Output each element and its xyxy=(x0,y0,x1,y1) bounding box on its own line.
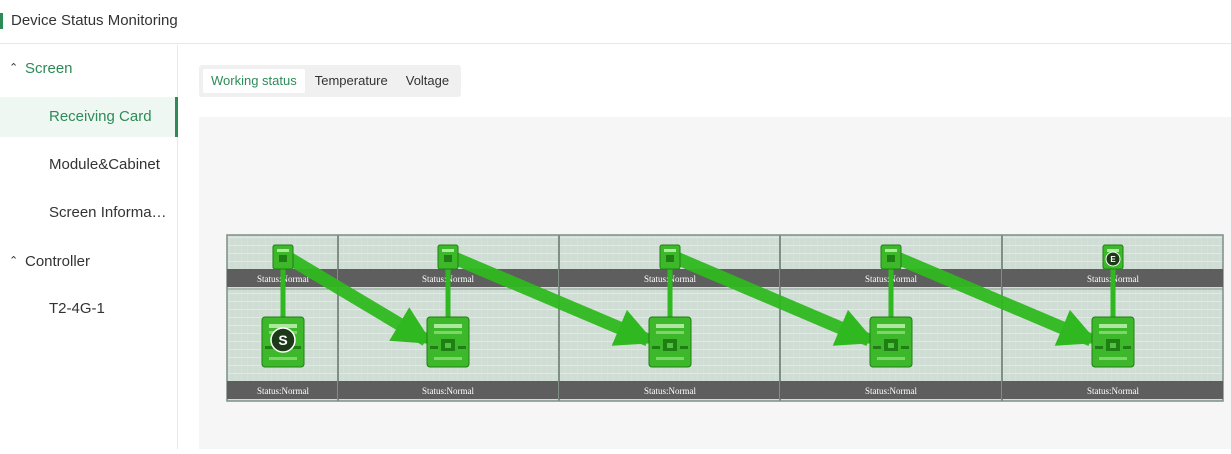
diagonal-arrow xyxy=(449,251,656,346)
sidebar-item-label: Module&Cabinet xyxy=(49,156,160,173)
tab-bar: Working status Temperature Voltage xyxy=(199,65,462,97)
sidebar-group-label: Screen xyxy=(25,60,73,77)
sidebar-group-screen[interactable]: ⌃ Screen xyxy=(0,45,178,93)
receiving-card[interactable] xyxy=(426,316,470,368)
status-label: Status:Normal xyxy=(865,386,917,396)
diagonal-arrow xyxy=(671,251,877,346)
cabinet-frame xyxy=(226,234,1224,402)
receiving-card[interactable] xyxy=(648,316,692,368)
receiving-card[interactable] xyxy=(1091,316,1135,368)
status-label: Status:Normal xyxy=(257,386,309,396)
sidebar: ⌃ Screen Receiving Card Module&Cabinet S… xyxy=(0,45,178,449)
receiving-card[interactable] xyxy=(869,316,913,368)
receiving-card-small[interactable] xyxy=(437,244,459,270)
topology-canvas: Status:Normal Status:Normal Status:Normal S… xyxy=(199,117,1231,449)
end-marker-label: E xyxy=(1110,255,1116,264)
start-marker-icon: S xyxy=(270,327,296,353)
title-bar: Device Status Monitoring xyxy=(0,0,1231,44)
status-bar xyxy=(559,381,780,399)
chevron-up-icon: ⌃ xyxy=(9,62,19,74)
diagonal-arrow xyxy=(283,251,433,346)
chevron-up-icon: ⌃ xyxy=(9,255,19,267)
page-title: Device Status Monitoring xyxy=(11,12,178,29)
sidebar-group-label: Controller xyxy=(25,253,91,270)
tab-voltage[interactable]: Voltage xyxy=(405,73,450,88)
start-marker-label: S xyxy=(278,332,287,348)
status-bar xyxy=(227,381,338,399)
status-label: Status:Normal xyxy=(644,386,696,396)
sidebar-item-label: T2-4G-1 xyxy=(49,300,105,317)
receiving-card-small[interactable] xyxy=(272,244,294,270)
title-accent-bar xyxy=(0,13,3,29)
sidebar-item-label: Screen Information xyxy=(49,204,167,221)
sidebar-item-label: Receiving Card xyxy=(49,108,152,125)
sidebar-item-screen-information[interactable]: Screen Information xyxy=(0,193,178,233)
sidebar-group-controller[interactable]: ⌃ Controller xyxy=(0,238,178,286)
diagonal-arrow xyxy=(892,251,1099,346)
tab-working-status[interactable]: Working status xyxy=(203,69,305,93)
sidebar-item-receiving-card[interactable]: Receiving Card xyxy=(0,97,178,137)
topology-diagram: Status:Normal Status:Normal Status:Normal S… xyxy=(226,234,1224,402)
status-bar xyxy=(338,381,559,399)
status-bar xyxy=(1002,381,1223,399)
receiving-card-small[interactable] xyxy=(659,244,681,270)
end-marker-icon: E xyxy=(1105,251,1121,267)
status-label: Status:Normal xyxy=(422,386,474,396)
sidebar-item-t2-4g-1[interactable]: T2-4G-1 xyxy=(0,289,178,329)
link-layer xyxy=(280,251,1116,346)
tab-temperature[interactable]: Temperature xyxy=(314,73,388,88)
status-bar xyxy=(780,381,1002,399)
card-layer: SE xyxy=(261,244,1135,368)
sidebar-item-module-cabinet[interactable]: Module&Cabinet xyxy=(0,145,178,185)
receiving-card-small[interactable] xyxy=(880,244,902,270)
status-label: Status:Normal xyxy=(1087,386,1139,396)
cabinet-layer: Status:Normal Status:Normal Status:Normal S… xyxy=(226,234,1224,402)
